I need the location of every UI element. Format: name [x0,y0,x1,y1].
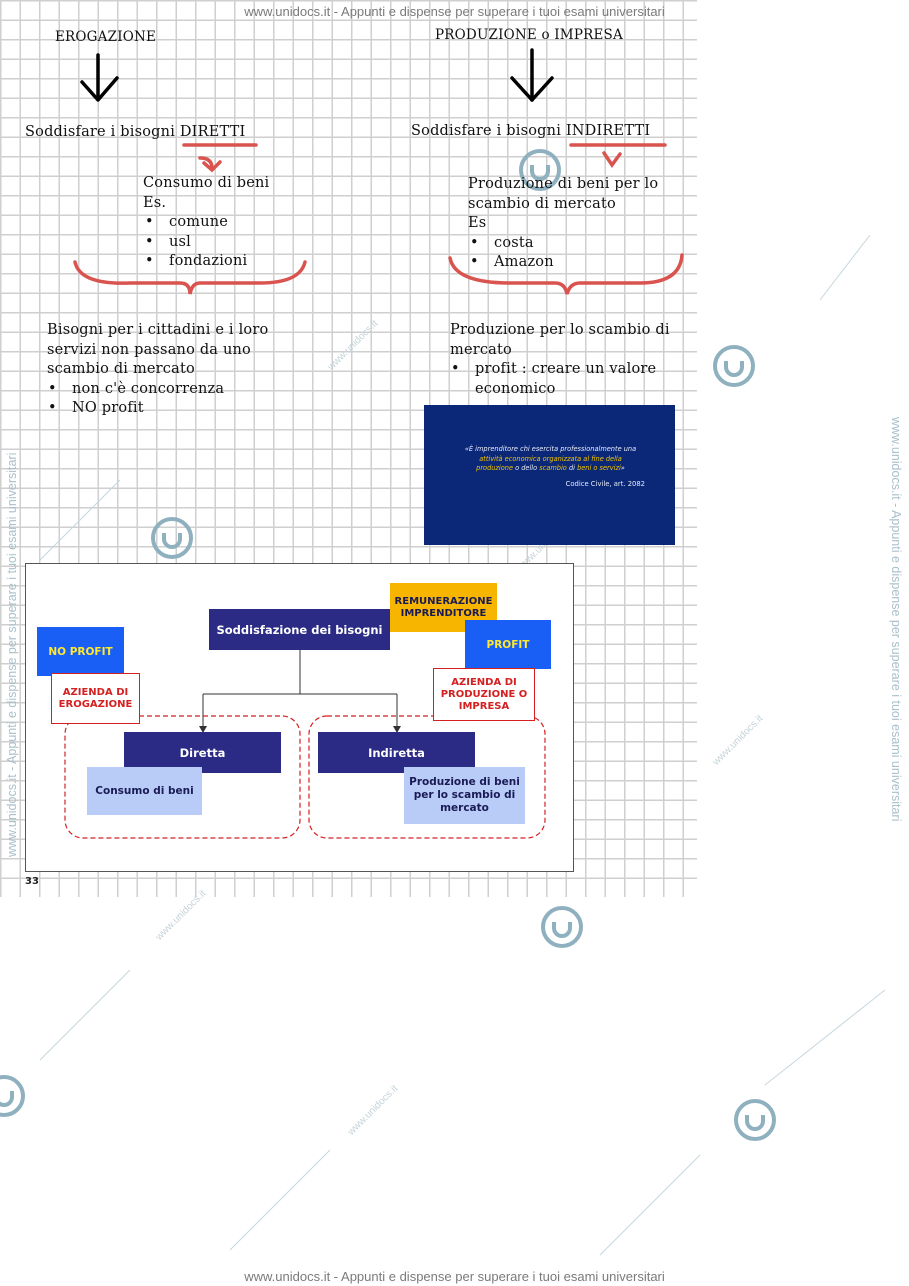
watermark-footer: www.unidocs.it - Appunti e dispense per … [244,1269,665,1284]
left-summary: Bisogni per i cittadini e i loro servizi… [47,321,297,419]
produzione-box: Produzione di beni per lo scambio di mer… [404,767,525,824]
summary-bullet: non c'è concorrenza [48,380,297,400]
consumo-box: Consumo di beni [87,767,202,815]
quote-text: «È imprenditore chi esercita professiona… [464,445,637,472]
diretta-box: Diretta [124,732,281,773]
root-box: Soddisfazione dei bisogni [209,609,390,650]
example-item: costa [470,234,658,254]
detail-line: Produzione di beni per lo [468,176,659,192]
example-item: comune [145,213,269,233]
watermark-header: www.unidocs.it - Appunti e dispense per … [244,4,665,19]
indiretta-box: Indiretta [318,732,475,773]
detail-line: Es [468,215,487,231]
summary-bullet: profit : creare un valore economico [451,360,675,399]
quote-slide: «È imprenditore chi esercita professiona… [424,405,675,545]
left-need-key: DIRETTI [179,124,246,140]
quote-source: Codice Civile, art. 2082 [565,480,645,488]
down-arrow-icon [80,48,554,102]
summary-line: servizi non passano da uno [47,341,251,358]
detail-line: Es. [143,194,167,211]
summary-line: Bisogni per i cittadini e i loro [47,322,269,338]
example-item: fondazioni [145,252,269,272]
right-need-line: Soddisfare i bisogni INDIRETTI [411,122,650,142]
azienda-produzione-box: AZIENDA DI PRODUZIONE O IMPRESA [433,668,535,721]
left-need-line: Soddisfare i bisogni DIRETTI [25,123,245,143]
right-need-key: INDIRETTI [565,123,651,139]
diagram-connectors [64,650,546,839]
left-need-prefix: Soddisfare i bisogni [25,124,180,140]
page-number: 33 [25,876,39,887]
hand-drawn-marks [73,48,684,295]
example-item: Amazon [470,253,658,273]
profit-box: PROFIT [465,620,551,669]
right-need-prefix: Soddisfare i bisogni [411,123,566,139]
needs-diagram: Soddisfazione dei bisogni REMUNERAZIONE … [25,563,574,872]
no-profit-box: NO PROFIT [37,627,124,676]
right-summary: Produzione per lo scambio di mercato pro… [450,321,690,399]
detail-line: Consumo di beni [143,175,270,191]
left-title: EROGAZIONE [55,29,157,45]
unidocs-logo-icon [0,149,776,1141]
summary-line: mercato [450,341,512,358]
example-item: usl [145,233,269,253]
right-detail: Produzione di beni per lo scambio di mer… [468,175,658,273]
summary-bullet: NO profit [48,399,297,419]
right-title: PRODUZIONE o IMPRESA [435,27,623,43]
detail-line: scambio di mercato [468,195,616,212]
summary-line: scambio di mercato [47,361,195,377]
summary-line: Produzione per lo scambio di [450,322,670,338]
azienda-erogazione-box: AZIENDA DI EROGAZIONE [51,673,140,724]
left-detail: Consumo di beni Es. comune usl fondazion… [143,174,269,272]
